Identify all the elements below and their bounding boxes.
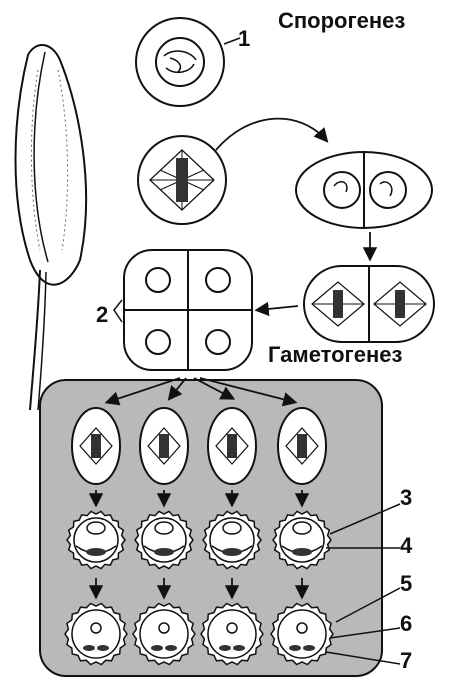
vegetative-nucleus [159, 623, 169, 633]
label-6: 6 [400, 611, 412, 637]
pollen-wall [140, 610, 188, 658]
vegetative-nucleus [223, 522, 241, 534]
meiosis-two-cells [304, 266, 434, 342]
sporogenesis-title: Спорогенез [278, 8, 405, 34]
anther-illustration [16, 45, 87, 410]
arrow-to-dyad [216, 119, 326, 150]
pollen-wall [278, 610, 326, 658]
label-7: 7 [400, 648, 412, 674]
generative-nucleus [292, 548, 312, 556]
dyad-cells [296, 152, 432, 228]
sperm-cell [303, 645, 315, 651]
generative-nucleus [222, 548, 242, 556]
vegetative-nucleus [297, 623, 307, 633]
vegetative-nucleus [155, 522, 173, 534]
chromosomes [159, 434, 169, 458]
leader-line-2 [114, 300, 122, 322]
sperm-cell [83, 645, 95, 651]
label-3: 3 [400, 485, 412, 511]
generative-nucleus [154, 548, 174, 556]
vegetative-nucleus [87, 522, 105, 534]
spore-mother-cell [136, 18, 224, 106]
sperm-cell [97, 645, 109, 651]
gametogenesis-title: Гаметогенез [268, 342, 402, 368]
chromosomes [297, 434, 307, 458]
label-5: 5 [400, 571, 412, 597]
microspore-tetrad [124, 250, 252, 370]
label-1: 1 [238, 26, 250, 52]
label-4: 4 [400, 533, 412, 559]
vegetative-nucleus [293, 522, 311, 534]
chromosomes [91, 434, 101, 458]
vegetative-nucleus [91, 623, 101, 633]
sperm-cell [151, 645, 163, 651]
chromosomes [227, 434, 237, 458]
sperm-cell [165, 645, 177, 651]
generative-nucleus [86, 548, 106, 556]
sperm-cell [289, 645, 301, 651]
pollen-wall [208, 610, 256, 658]
label-2: 2 [96, 302, 108, 328]
pollen-wall [72, 610, 120, 658]
sperm-cell [219, 645, 231, 651]
arrow-to-tetrad [258, 306, 298, 310]
sperm-cell [233, 645, 245, 651]
meiosis-one-cell [138, 136, 226, 224]
vegetative-nucleus [227, 623, 237, 633]
